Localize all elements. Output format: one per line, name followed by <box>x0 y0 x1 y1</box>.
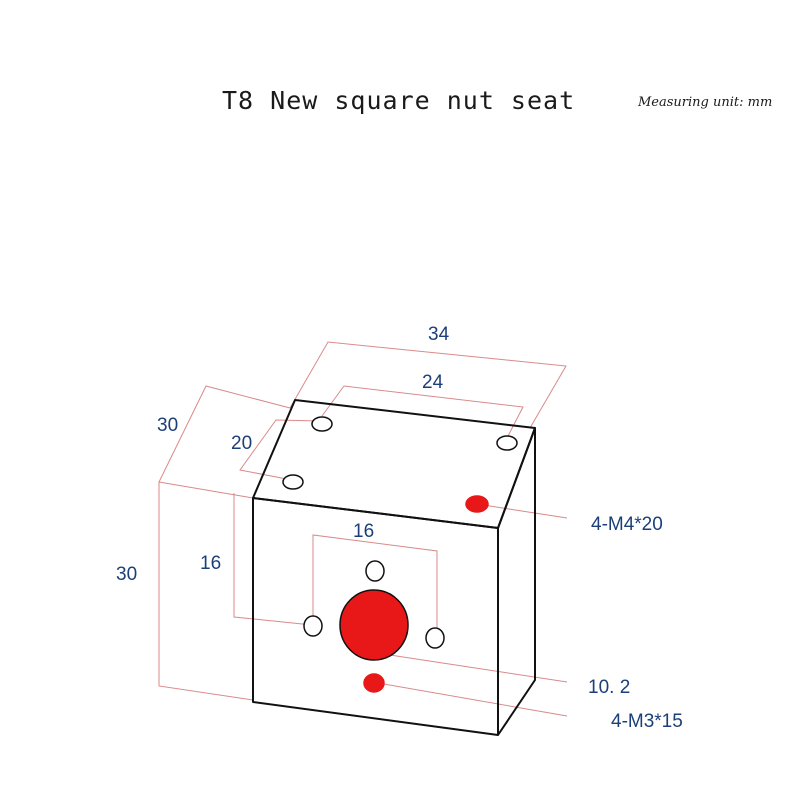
dimension-labels: 34 24 30 20 30 16 16 4-M4*20 10. 2 4-M3*… <box>116 324 683 732</box>
dimension-lines <box>158 341 568 717</box>
face-hole-left <box>303 615 323 637</box>
dim-line-20 <box>239 419 321 481</box>
top-hole-front-left <box>282 474 304 490</box>
callout-top-thread: 4-M4*20 <box>591 514 663 535</box>
unit-note: Measuring unit: mm <box>638 95 773 110</box>
callout-bore: 10. 2 <box>588 677 630 698</box>
top-hole-front-right-highlight <box>465 495 489 513</box>
label-face-vertical-spacing: 16 <box>200 553 221 574</box>
face-hole-top <box>365 560 385 582</box>
callout-face-thread: 4-M3*15 <box>611 711 683 732</box>
dim-line-34 <box>289 341 567 429</box>
dim-line-16-vertical <box>233 493 313 626</box>
block-right-face <box>497 427 536 736</box>
top-hole-back-right <box>496 435 518 451</box>
label-height: 30 <box>116 564 137 585</box>
diagram-title: T8 New square nut seat <box>222 86 576 115</box>
leader-bore <box>389 654 568 683</box>
leader-face-thread <box>377 682 568 717</box>
leader-top-thread <box>476 503 568 519</box>
block-outline <box>252 399 536 736</box>
top-hole-back-left <box>311 416 333 432</box>
label-top-hole-depth-spacing: 20 <box>231 433 252 454</box>
block-top-face <box>252 399 536 529</box>
label-top-width: 34 <box>428 324 450 345</box>
label-face-horizontal-spacing: 16 <box>353 521 374 542</box>
label-top-hole-spacing: 24 <box>422 372 444 393</box>
dim-line-height-30 <box>158 482 254 701</box>
dim-line-16-horizontal <box>312 534 438 632</box>
holes <box>282 416 518 693</box>
dim-line-24 <box>321 385 524 437</box>
face-hole-bottom-highlight <box>363 673 385 693</box>
face-hole-right <box>425 627 445 649</box>
dim-line-depth-30 <box>158 385 291 499</box>
center-bore-highlight <box>339 589 409 661</box>
label-depth: 30 <box>157 415 178 436</box>
